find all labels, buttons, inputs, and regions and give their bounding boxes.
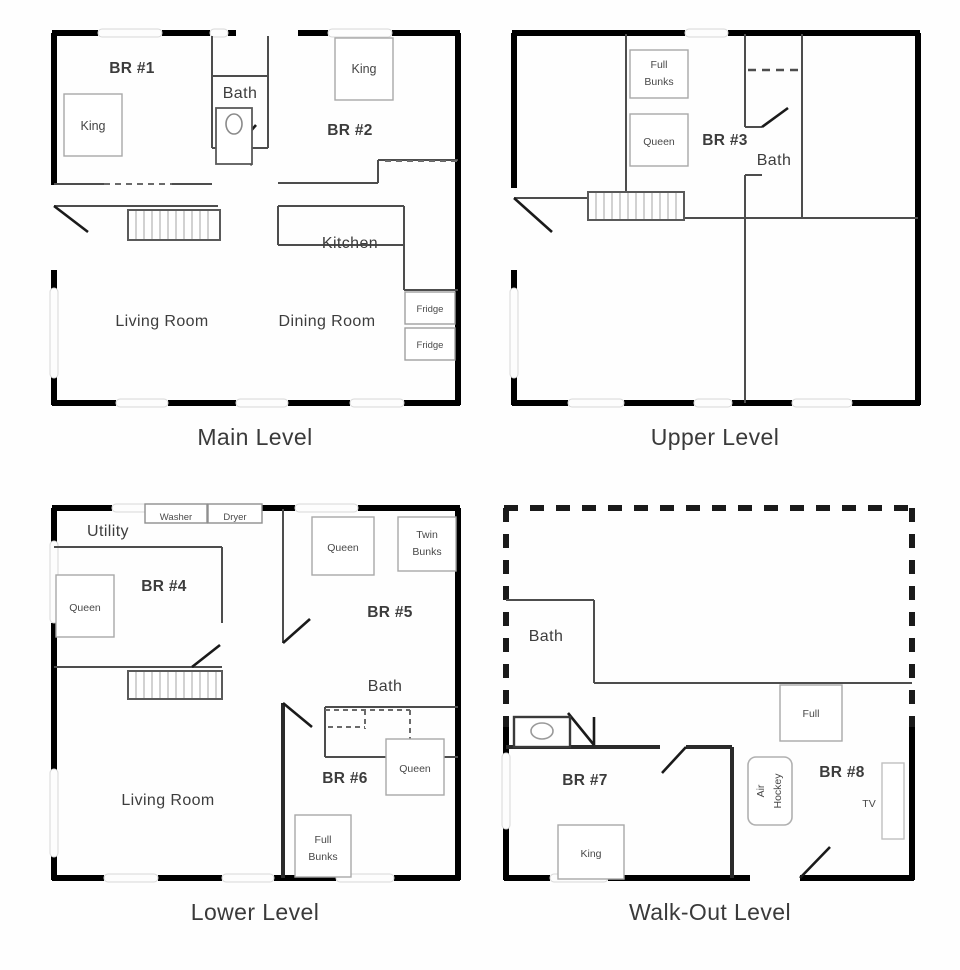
fridge-label-2: Fridge bbox=[417, 340, 444, 351]
bed-box-full-bunks-br6 bbox=[294, 814, 352, 878]
bed-label-twin-bunks-line2: Bunks bbox=[412, 546, 441, 558]
appliance-box-dryer bbox=[207, 503, 263, 524]
bed-label-queen-br6: Queen bbox=[399, 763, 431, 775]
bed-box-queen-br6 bbox=[385, 738, 445, 796]
lower-windows bbox=[49, 503, 395, 883]
caption-walkout-level: Walk-Out Level bbox=[629, 899, 791, 925]
bed-box-queen-br5 bbox=[311, 516, 375, 576]
lower-level-drawing: Utility Washer Dryer BR #4 Queen Queen T… bbox=[49, 503, 461, 883]
appliance-box-washer bbox=[144, 503, 208, 524]
main-closet-lines bbox=[104, 160, 458, 185]
room-label-br5: BR #5 bbox=[367, 604, 413, 621]
game-label-air-hockey-line1: Air bbox=[755, 784, 767, 797]
main-level-drawing: BR #1 King Bath King BR #2 Kitchen Livin… bbox=[49, 28, 461, 408]
fridge-label-1: Fridge bbox=[417, 304, 444, 315]
main-exterior-walls bbox=[51, 30, 461, 406]
lower-level-plan: Utility Washer Dryer BR #4 Queen Queen T… bbox=[40, 495, 470, 925]
lower-door-swings bbox=[191, 618, 313, 729]
room-label-bath-main: Bath bbox=[223, 85, 258, 102]
bed-label-twin-bunks-line1: Twin bbox=[416, 529, 438, 541]
bed-box-queen-br3 bbox=[629, 113, 689, 167]
walkout-level-drawing: Bath Full BR #7 King Air Hockey BR #8 TV bbox=[501, 505, 915, 883]
bed-box-king-br7 bbox=[557, 824, 625, 880]
bed-label-full-bunks-lower-line1: Full bbox=[315, 834, 332, 846]
main-windows bbox=[49, 28, 405, 408]
upper-level-plan: Full Bunks Queen BR #3 Bath Upper Level bbox=[500, 20, 930, 450]
bed-label-king-br7: King bbox=[580, 848, 601, 860]
caption-upper-level: Upper Level bbox=[650, 424, 780, 450]
tv-box bbox=[881, 762, 905, 840]
air-hockey-table-box bbox=[747, 756, 793, 826]
game-label-air-hockey-line2: Hockey bbox=[772, 773, 784, 809]
room-label-living-room-lower: Living Room bbox=[121, 792, 214, 809]
bed-label-full-bunks-upper-line2: Bunks bbox=[644, 76, 673, 88]
caption-main-level: Main Level bbox=[197, 424, 313, 450]
room-label-living-room-main: Living Room bbox=[115, 313, 208, 330]
bed-box-queen-br4 bbox=[55, 574, 115, 638]
bed-label-queen-br5: Queen bbox=[327, 542, 359, 554]
room-label-br3: BR #3 bbox=[702, 132, 748, 149]
room-label-bath-lower: Bath bbox=[368, 678, 403, 695]
appliance-label-washer: Washer bbox=[160, 512, 192, 523]
walkout-door-swings bbox=[566, 712, 831, 879]
upper-windows bbox=[509, 28, 853, 408]
room-label-dining-room: Dining Room bbox=[279, 313, 376, 330]
toilet-fixture-icon bbox=[215, 107, 253, 165]
bed-box-full-br8 bbox=[779, 684, 843, 742]
room-label-br4: BR #4 bbox=[141, 578, 187, 595]
fridge-box-2 bbox=[404, 327, 456, 361]
upper-door-swings bbox=[513, 106, 789, 233]
room-label-br7: BR #7 bbox=[562, 772, 607, 789]
bed-label-full-bunks-upper-line1: Full bbox=[651, 59, 668, 71]
walkout-dashed-boundary bbox=[503, 505, 915, 727]
room-label-bath-upper: Bath bbox=[757, 152, 792, 169]
toilet-fixture-icon-walkout bbox=[512, 715, 572, 749]
room-label-br6: BR #6 bbox=[322, 770, 368, 787]
room-label-utility: Utility bbox=[87, 523, 129, 540]
main-level-plan: BR #1 King Bath King BR #2 Kitchen Livin… bbox=[40, 20, 470, 450]
upper-interior-walls bbox=[514, 34, 918, 403]
bed-box-king-br1 bbox=[63, 93, 123, 157]
walkout-interior-walls bbox=[506, 599, 912, 684]
bed-box-full-bunks-br3 bbox=[629, 49, 689, 99]
room-label-bath-walkout: Bath bbox=[529, 628, 564, 645]
room-label-kitchen: Kitchen bbox=[322, 235, 378, 252]
upper-level-drawing: Full Bunks Queen BR #3 Bath bbox=[509, 28, 921, 408]
bed-label-full-bunks-lower-line2: Bunks bbox=[308, 851, 337, 863]
fridge-box-1 bbox=[404, 291, 456, 325]
bed-box-twin-bunks-br5 bbox=[397, 516, 457, 572]
walkout-exterior-walls bbox=[503, 727, 915, 881]
walkout-level-plan: Bath Full BR #7 King Air Hockey BR #8 TV… bbox=[490, 495, 930, 925]
room-label-br2: BR #2 bbox=[327, 122, 372, 139]
room-label-br1: BR #1 bbox=[109, 60, 155, 77]
main-stairs bbox=[127, 209, 221, 241]
bed-box-king-br2 bbox=[334, 37, 394, 101]
tv-label: TV bbox=[862, 798, 875, 810]
bed-label-queen-br4: Queen bbox=[69, 602, 101, 614]
lower-stairs bbox=[127, 670, 223, 700]
upper-stairs bbox=[587, 191, 685, 221]
appliance-label-dryer: Dryer bbox=[223, 512, 246, 523]
bed-label-full-br8: Full bbox=[803, 708, 820, 720]
bed-label-queen-upper: Queen bbox=[643, 136, 675, 148]
room-label-br8: BR #8 bbox=[819, 764, 865, 781]
lower-exterior-walls bbox=[51, 505, 461, 881]
caption-lower-level: Lower Level bbox=[190, 899, 320, 925]
bed-label-king-br2: King bbox=[351, 62, 376, 76]
bed-label-king-br1: King bbox=[80, 119, 105, 133]
